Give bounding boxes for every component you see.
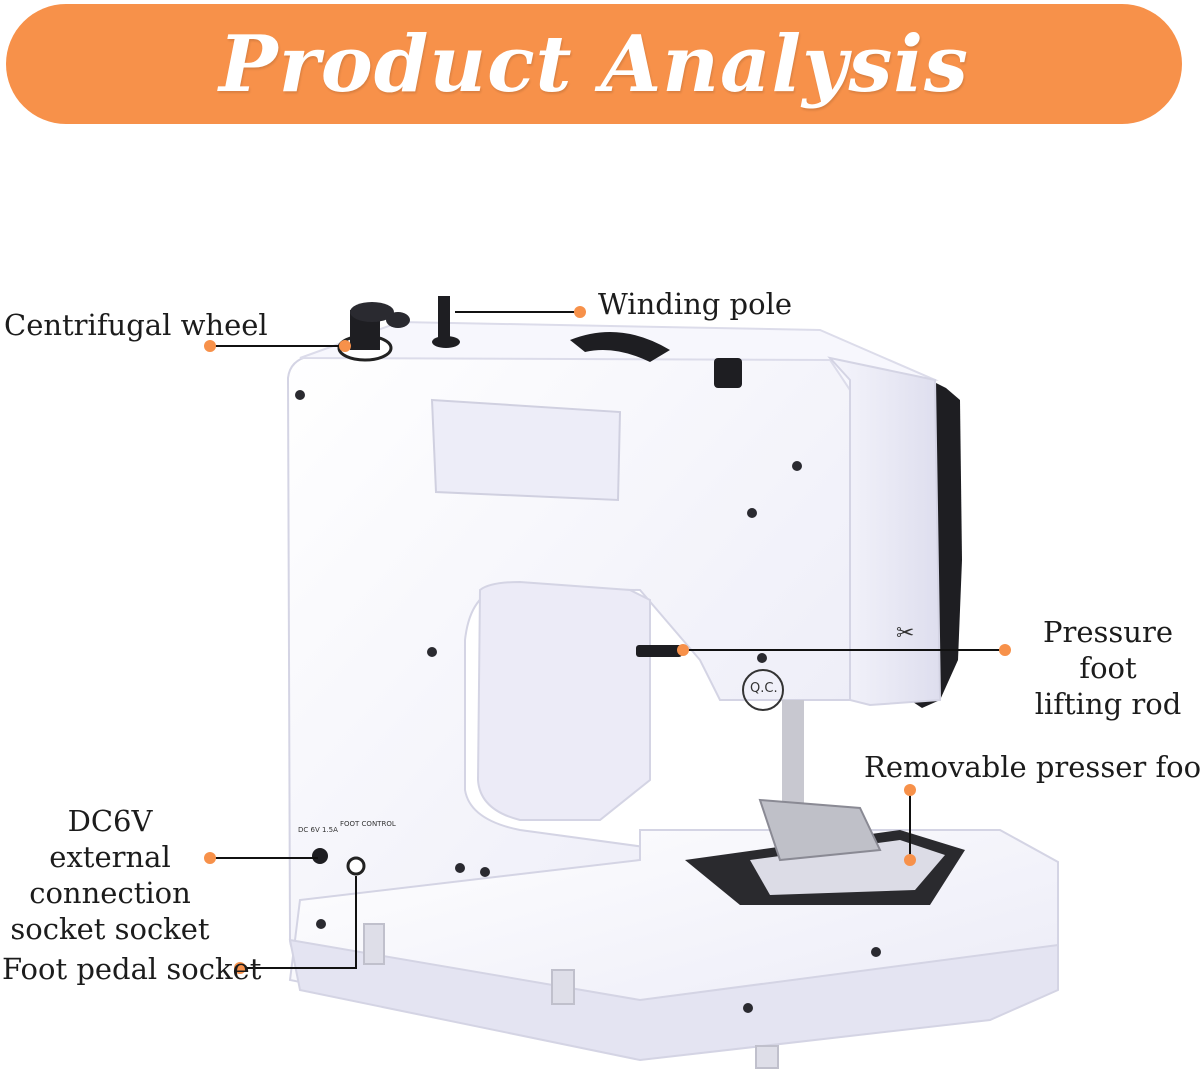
spool-secondary — [386, 312, 410, 328]
page-title: Product Analysis — [219, 18, 969, 110]
callout-pressure-foot-line1: Pressure foot — [1042, 615, 1173, 685]
arm-opening — [476, 580, 651, 821]
winding-pole-base — [432, 336, 460, 348]
callout-dots — [204, 306, 1011, 974]
qc-label: Q.C. — [750, 681, 778, 696]
tension-knob — [714, 358, 742, 388]
foot-pedal-socket-hole — [346, 856, 366, 876]
title-banner: Product Analysis — [6, 4, 1182, 124]
callout-winding-pole: Winding pole — [598, 287, 793, 321]
dc-socket — [312, 848, 328, 864]
callout-dc6v-line3: socket socket — [10, 912, 210, 946]
callout-dc6v: DC6V external connection socket socket — [10, 803, 210, 947]
callout-centrifugal-wheel: Centrifugal wheel — [4, 308, 268, 342]
machine-feet — [363, 923, 779, 1069]
presser-foot-metal — [758, 798, 882, 862]
callout-pressure-foot-line2: lifting rod — [1034, 687, 1182, 721]
callout-pressure-foot: Pressure foot lifting rod — [1018, 614, 1198, 722]
needle-bar — [782, 700, 804, 820]
carry-handle-recess — [430, 398, 622, 502]
foot-control-label: FOOT CONTROL — [340, 820, 396, 828]
callout-dc6v-line2: connection — [29, 876, 191, 910]
winding-pole-rod — [438, 296, 450, 342]
machine-head-side — [827, 356, 942, 707]
qc-seal — [742, 669, 784, 711]
base-front-edge — [288, 938, 1059, 1062]
stitch-dial — [570, 332, 670, 362]
scissors-icon: ✂ — [896, 621, 914, 646]
callout-removable-presser-foot: Removable presser foot — [864, 750, 1200, 784]
dc-socket-label: DC 6V 1.5A — [298, 826, 338, 834]
callout-foot-pedal-socket: Foot pedal socket — [2, 952, 262, 986]
pressure-foot-lever — [636, 645, 682, 657]
callout-dc6v-line1: DC6V external — [49, 804, 171, 874]
screw-holes — [295, 390, 881, 1013]
leader-lines — [210, 311, 1005, 969]
spool-top — [350, 302, 394, 322]
